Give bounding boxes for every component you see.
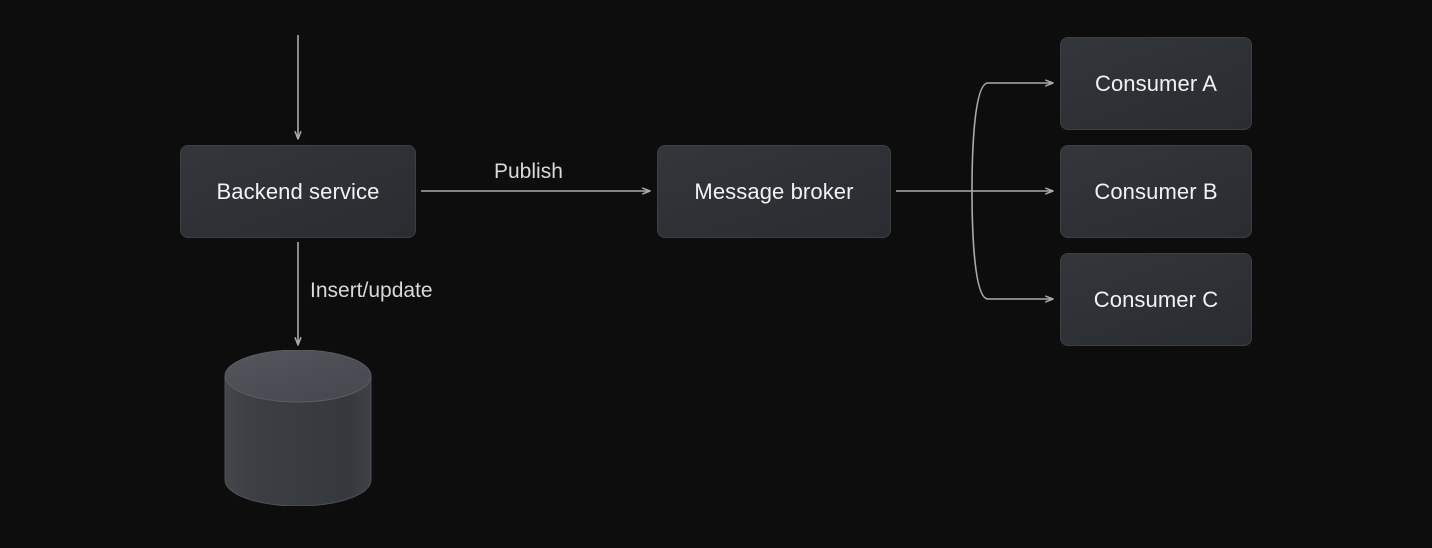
node-consumer-a[interactable]: Consumer A [1060,37,1252,130]
database-cylinder-icon[interactable] [224,350,372,506]
node-consumer-c-label: Consumer C [1093,286,1219,312]
node-message-broker-label: Message broker [694,178,854,204]
node-consumer-b[interactable]: Consumer B [1060,145,1252,238]
edge-broker-to-consumer-c [971,190,1053,299]
node-backend-service-label: Backend service [216,178,380,204]
node-consumer-c[interactable]: Consumer C [1060,253,1252,346]
edge-label-publish: Publish [494,160,563,183]
node-message-broker[interactable]: Message broker [657,145,891,238]
node-backend-service[interactable]: Backend service [180,145,416,238]
node-consumer-a-label: Consumer A [1094,70,1218,96]
edge-label-insert-update: Insert/update [310,279,433,302]
node-consumer-b-label: Consumer B [1094,178,1218,204]
edge-broker-to-consumer-a [971,83,1053,192]
